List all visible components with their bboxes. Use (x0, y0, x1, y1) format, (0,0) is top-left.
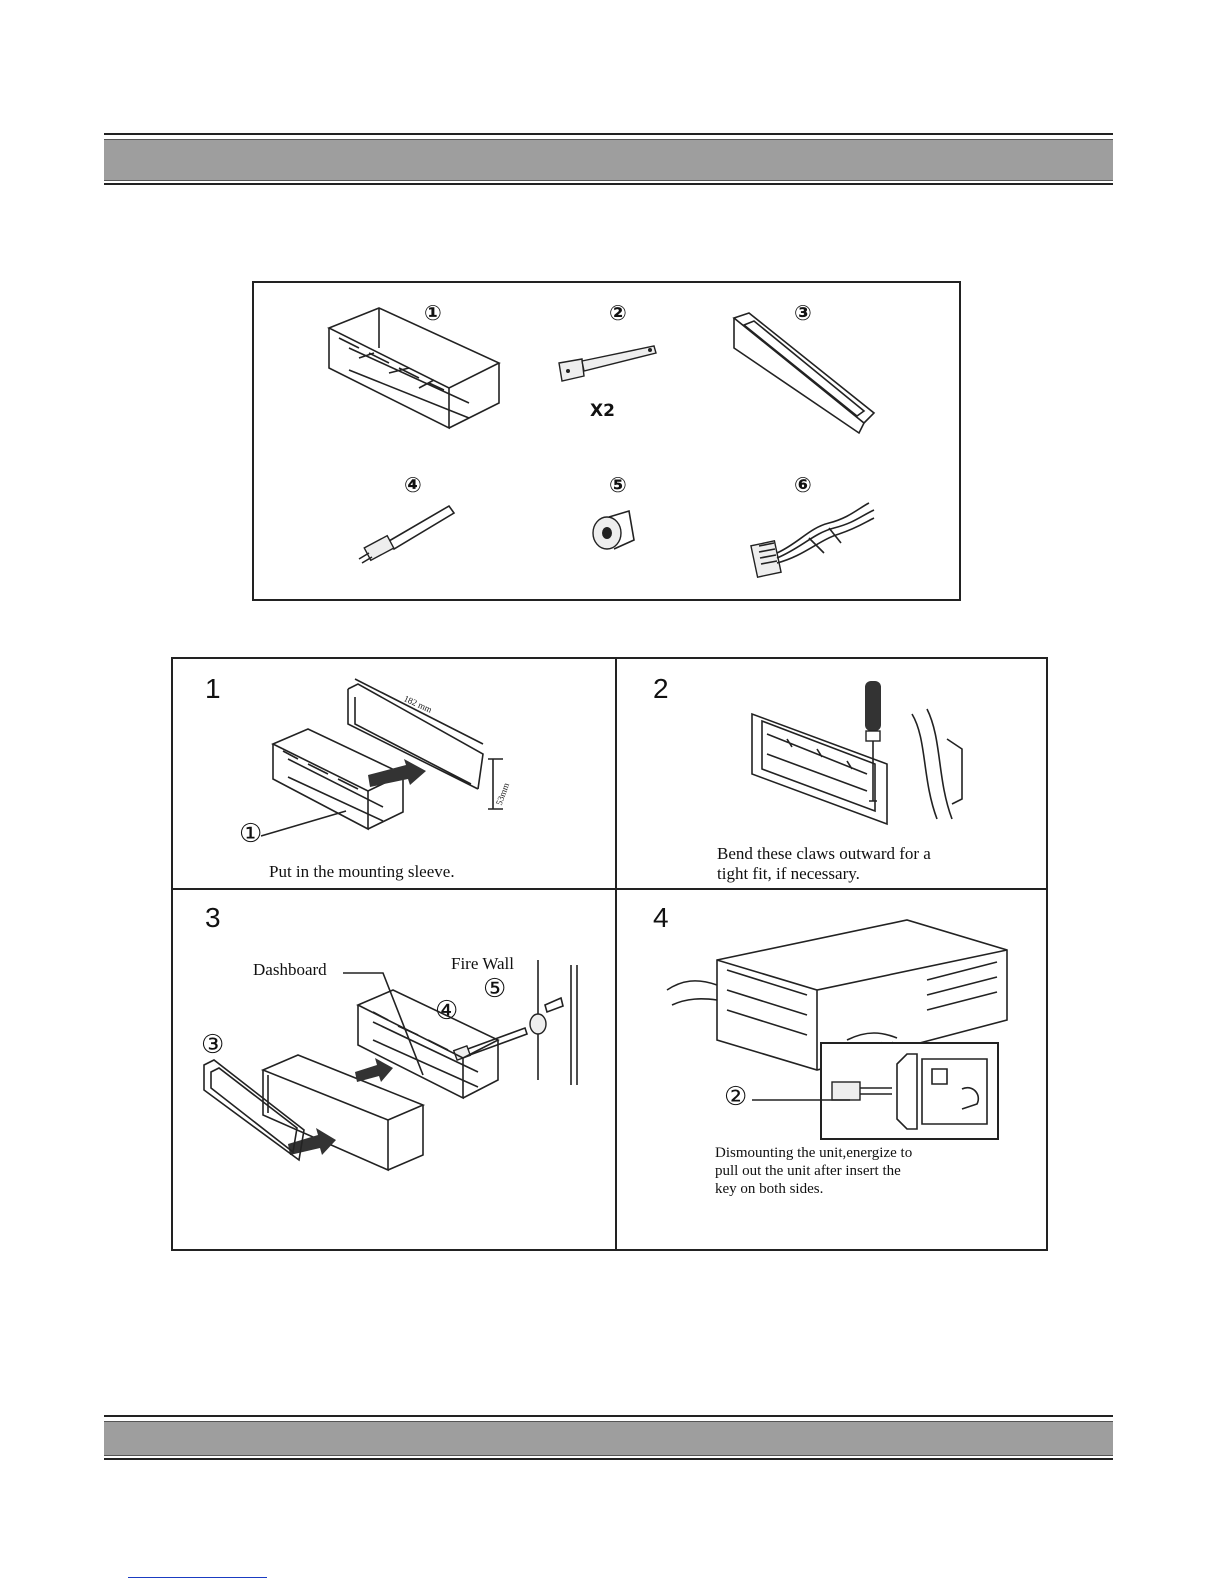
parts-box: ① ② X2 ③ ④ ⑤ ⑥ (252, 281, 961, 601)
part-number-4: ④ (404, 473, 422, 497)
install-steps-grid: 1 182 mm 53mm ① Put in the mounting slee… (171, 657, 1048, 1251)
wire-harness-icon (749, 498, 879, 583)
step-4-panel: 4 ② Dismounting the unit,energize to pul… (617, 890, 1046, 1249)
key-detail-inset (820, 1042, 999, 1140)
step-2-number: 2 (653, 673, 669, 705)
step-1-callout: ① (239, 819, 262, 849)
part-qty-label: X2 (590, 401, 615, 421)
header-bottom-rule (104, 183, 1113, 185)
step-3-number: 3 (205, 902, 221, 934)
trim-frame-icon (199, 1060, 309, 1170)
footer-top-rule (104, 1415, 1113, 1417)
part-number-5: ⑤ (609, 473, 627, 497)
insert-arrow-icon (355, 1058, 395, 1083)
footer-bar (104, 1421, 1113, 1456)
header-top-rule (104, 133, 1113, 135)
step-4-caption-line1: Dismounting the unit,energize to (715, 1144, 912, 1162)
screwdriver-icon (855, 681, 895, 821)
footer-band (104, 1415, 1113, 1460)
insert-arrow-icon (368, 759, 428, 789)
step-3-label-firewall: Fire Wall (451, 955, 514, 973)
part-number-6: ⑥ (794, 473, 812, 497)
step-2-caption-line1: Bend these claws outward for a (717, 845, 931, 863)
mounting-sleeve-icon (319, 308, 509, 438)
page-link-underline[interactable] (128, 1577, 267, 1578)
step-2-panel: 2 Bend these claws outward for a tight f… (617, 659, 1046, 888)
header-bar (104, 139, 1113, 181)
step-4-callout-key: ② (724, 1082, 747, 1112)
step-1-caption: Put in the mounting sleeve. (269, 863, 455, 881)
step-3-label-dashboard: Dashboard (253, 961, 327, 979)
step-4-caption-line3: key on both sides. (715, 1180, 823, 1198)
step-3-callout-frame: ③ (201, 1030, 224, 1060)
release-key-icon (554, 341, 664, 391)
step-3-panel: 3 Dashboard Fire Wall ⑤ ④ (173, 890, 615, 1249)
step-4-caption-line2: pull out the unit after insert the (715, 1162, 901, 1180)
part-number-2: ② (609, 301, 627, 325)
rubber-bushing-icon (589, 505, 649, 555)
step-2-caption-line2: tight fit, if necessary. (717, 865, 860, 883)
bolt-icon (354, 501, 464, 571)
step-1-number: 1 (205, 673, 221, 705)
dashboard-opening-icon (343, 679, 523, 809)
callout-leader-line (261, 811, 351, 851)
callout-leader-line (752, 1095, 852, 1105)
step-1-panel: 1 182 mm 53mm ① Put in the mounting slee… (173, 659, 615, 888)
footer-bottom-rule (104, 1458, 1113, 1460)
release-key-icon (822, 1044, 997, 1138)
trim-frame-icon (729, 313, 879, 433)
header-band (104, 133, 1113, 185)
